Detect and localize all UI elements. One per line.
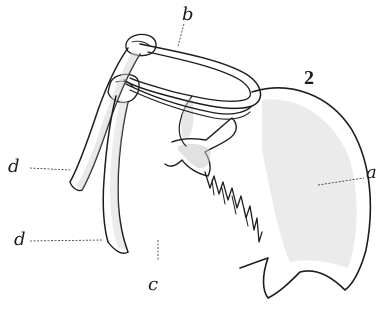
upper-joint bbox=[126, 34, 156, 55]
label-d-upper: d bbox=[8, 156, 20, 177]
label-d-lower: d bbox=[14, 229, 26, 250]
leader-d-upper bbox=[30, 168, 70, 170]
label-b: b bbox=[182, 4, 194, 25]
figure-number: 2 bbox=[304, 67, 314, 89]
leader-d-lower bbox=[30, 240, 102, 241]
label-a: a bbox=[366, 162, 377, 183]
label-c: c bbox=[148, 274, 158, 295]
leader-b bbox=[178, 24, 184, 46]
